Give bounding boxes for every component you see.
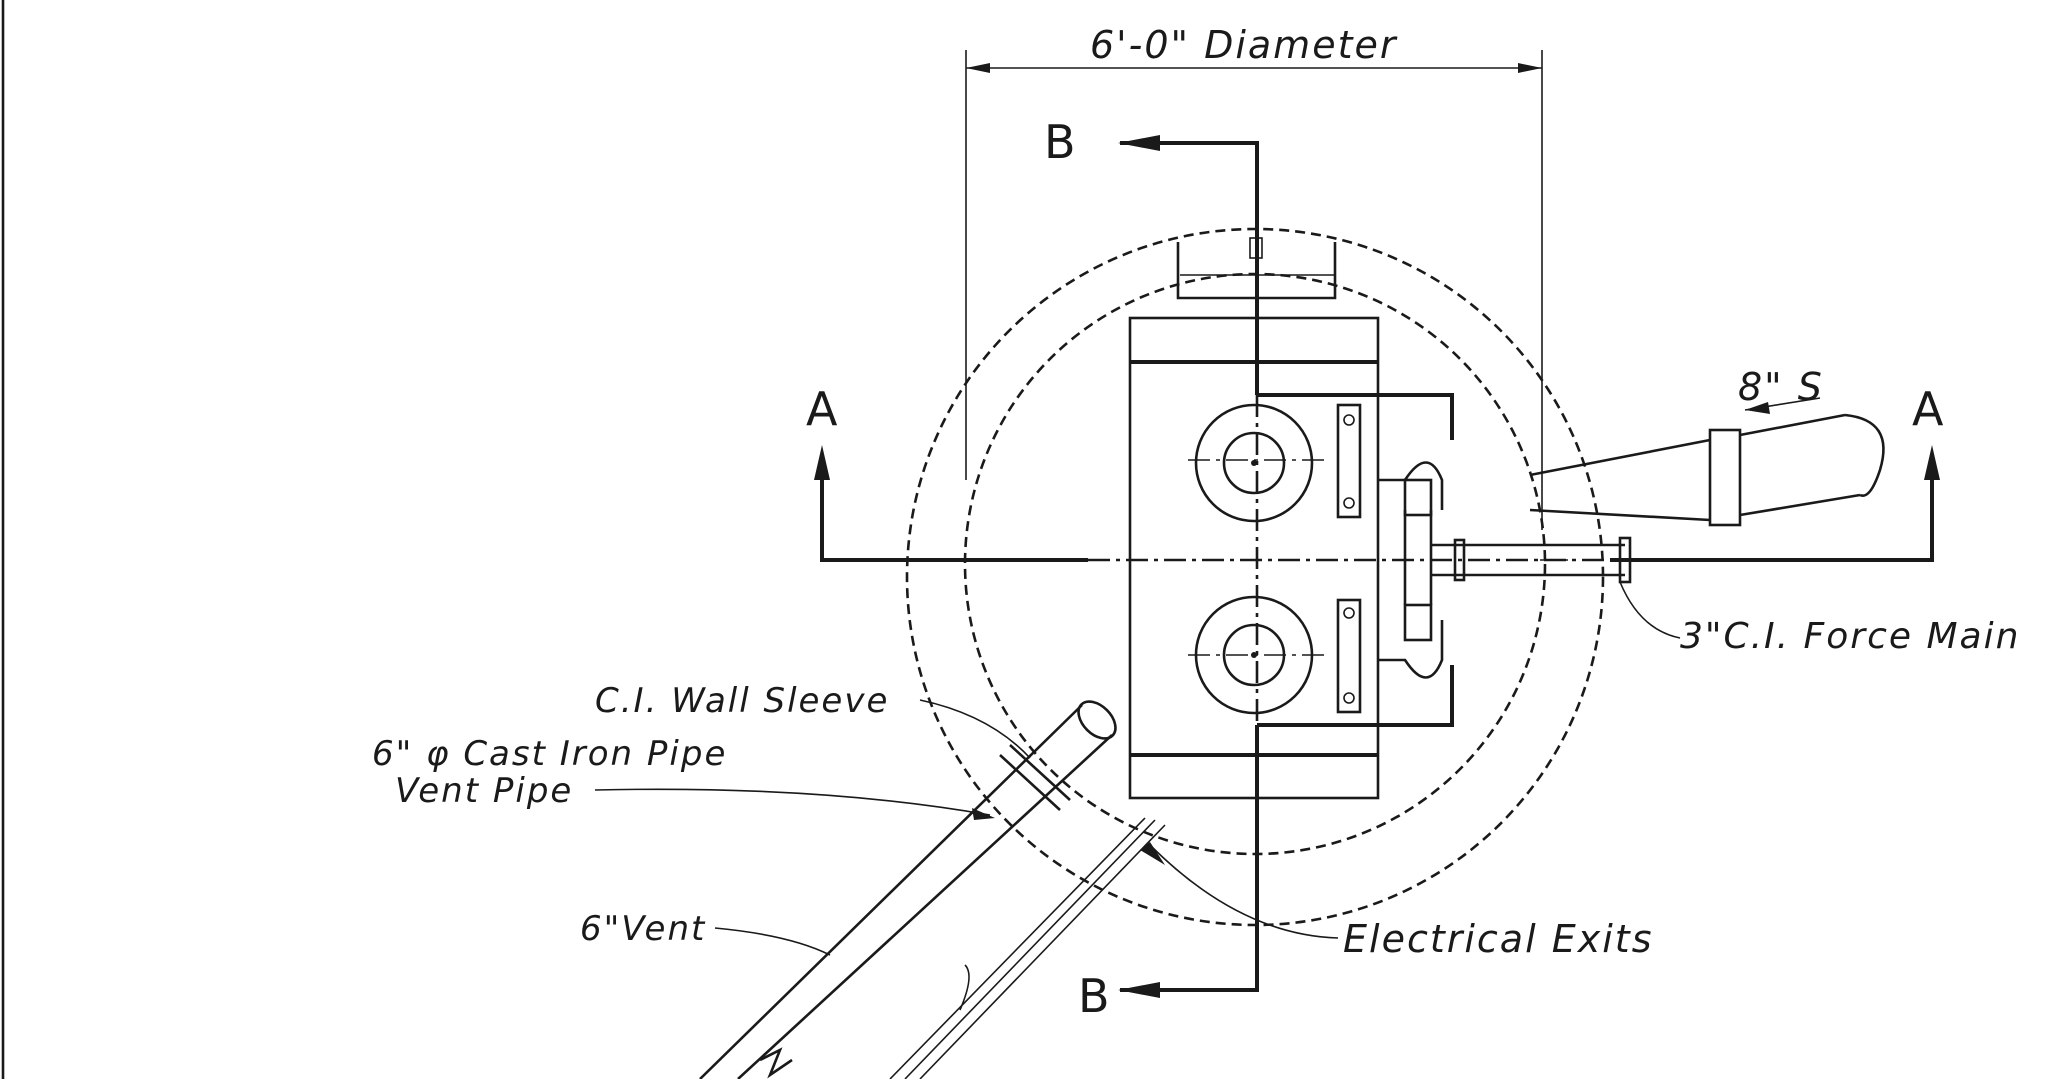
section-mark-a-right: A bbox=[1912, 382, 1944, 436]
section-mark-b-bottom: B bbox=[1078, 969, 1110, 1023]
pump-base-plate bbox=[1128, 316, 1380, 800]
section-mark-b-top: B bbox=[1044, 115, 1076, 169]
sewer-size-label: 8" S bbox=[1738, 365, 1824, 409]
diameter-dimension: 6'-0" Diameter bbox=[965, 23, 1543, 530]
vent-6-label: 6"Vent bbox=[580, 909, 706, 949]
diameter-label: 6'-0" Diameter bbox=[1090, 23, 1398, 67]
electrical-conduits bbox=[889, 817, 1166, 1079]
wall-sleeve-callout: C.I. Wall Sleeve bbox=[595, 681, 1031, 759]
electrical-exits-label: Electrical Exits bbox=[1343, 917, 1654, 961]
vent-6-callout: 6"Vent bbox=[580, 909, 831, 956]
pump-upper bbox=[1194, 403, 1314, 523]
cast-iron-pipe-callout: 6" φ Cast Iron Pipe bbox=[372, 734, 727, 774]
pump-lower bbox=[1194, 595, 1314, 715]
force-main-callout: 3"C.I. Force Main bbox=[1619, 581, 2020, 657]
section-mark-a-left: A bbox=[806, 382, 838, 436]
access-hatch-handle bbox=[1176, 237, 1337, 300]
wall-sleeve-label: C.I. Wall Sleeve bbox=[595, 681, 889, 721]
electrical-exits-callout: Electrical Exits bbox=[1149, 844, 1654, 961]
section-line-a: A A bbox=[806, 382, 1944, 562]
sewer-inlet-pipe: 8" S bbox=[1529, 365, 1885, 527]
vent-pipe-label: Vent Pipe bbox=[395, 771, 573, 811]
guide-rails bbox=[1336, 403, 1362, 714]
vent-pipe-callout: Vent Pipe bbox=[395, 771, 995, 820]
cast-iron-pipe-label: 6" φ Cast Iron Pipe bbox=[372, 734, 727, 774]
vent-pipe bbox=[699, 700, 1117, 1079]
section-line-b: B B bbox=[1044, 115, 1259, 1023]
discharge-piping bbox=[1257, 393, 1632, 727]
force-main-label: 3"C.I. Force Main bbox=[1680, 616, 2020, 657]
